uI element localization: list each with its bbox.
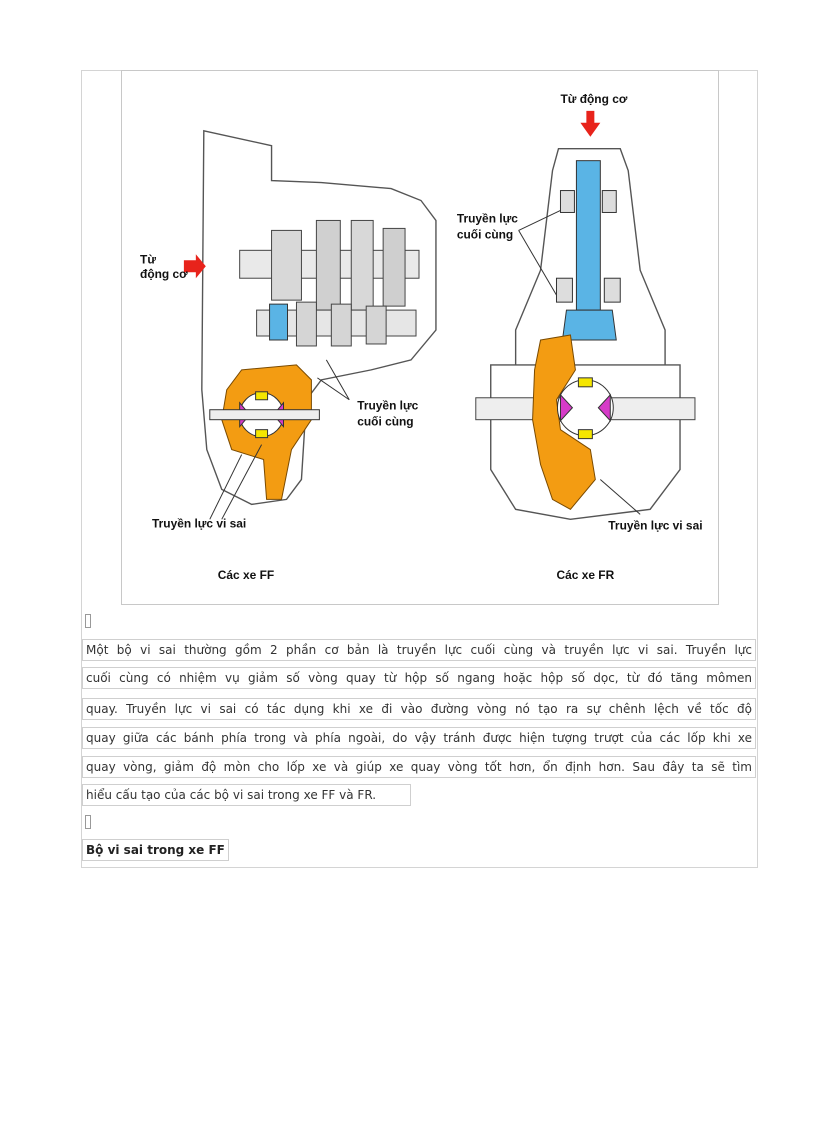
fr-input-label: Từ động cơ bbox=[560, 92, 627, 106]
ff-final-drive-label: Truyền lực bbox=[357, 399, 418, 413]
fr-input-arrow bbox=[580, 110, 601, 137]
ff-input-label-2: động cơ bbox=[140, 267, 188, 281]
ff-input-label-line1: Từ bbox=[140, 252, 156, 266]
fr-final-drive-label-2: cuối cùng bbox=[457, 227, 513, 241]
fr-differential-diagram: Từ động cơ Truyền lực cuối cùng Truyền l… bbox=[457, 92, 703, 582]
ff-caption: Các xe FF bbox=[218, 568, 274, 582]
ff-differential-label: Truyền lực vi sai bbox=[152, 516, 246, 530]
differential-figure: Từ động cơ Truyền lực cuối cùng Truyền l… bbox=[121, 70, 719, 605]
fr-pinion-shaft bbox=[575, 160, 601, 311]
fr-pinion-gear bbox=[561, 309, 617, 341]
fr-ring-gear bbox=[532, 334, 596, 510]
fr-caption: Các xe FR bbox=[556, 568, 614, 582]
section-heading: Bộ vi sai trong xe FF bbox=[82, 839, 229, 861]
ff-transaxle-diagram: Từ động cơ Truyền lực cuối cùng Truyền l… bbox=[140, 129, 437, 582]
fr-final-drive-label: Truyền lực bbox=[457, 211, 518, 225]
paragraph-line: quay. Truyền lực vi sai có tác dụng khi … bbox=[82, 698, 756, 720]
paragraph-line: hiểu cấu tạo của các bộ vi sai trong xe … bbox=[82, 784, 411, 806]
ff-input-label: Từ bbox=[140, 252, 156, 266]
missing-glyph-marker bbox=[85, 614, 91, 628]
missing-glyph-marker bbox=[85, 815, 91, 829]
paragraph-line: Một bộ vi sai thường gồm 2 phần cơ bản l… bbox=[82, 639, 756, 661]
ff-final-drive-label-2: cuối cùng bbox=[357, 415, 413, 429]
fr-differential-label: Truyền lực vi sai bbox=[608, 518, 702, 532]
ff-pinion-gear bbox=[269, 303, 288, 341]
paragraph-line: cuối cùng có nhiệm vụ giảm số vòng quay … bbox=[82, 667, 756, 689]
paragraph-line: quay giữa các bánh phía trong và phía ng… bbox=[82, 727, 756, 749]
paragraph-line: quay vòng, giảm độ mòn cho lốp xe và giú… bbox=[82, 756, 756, 778]
